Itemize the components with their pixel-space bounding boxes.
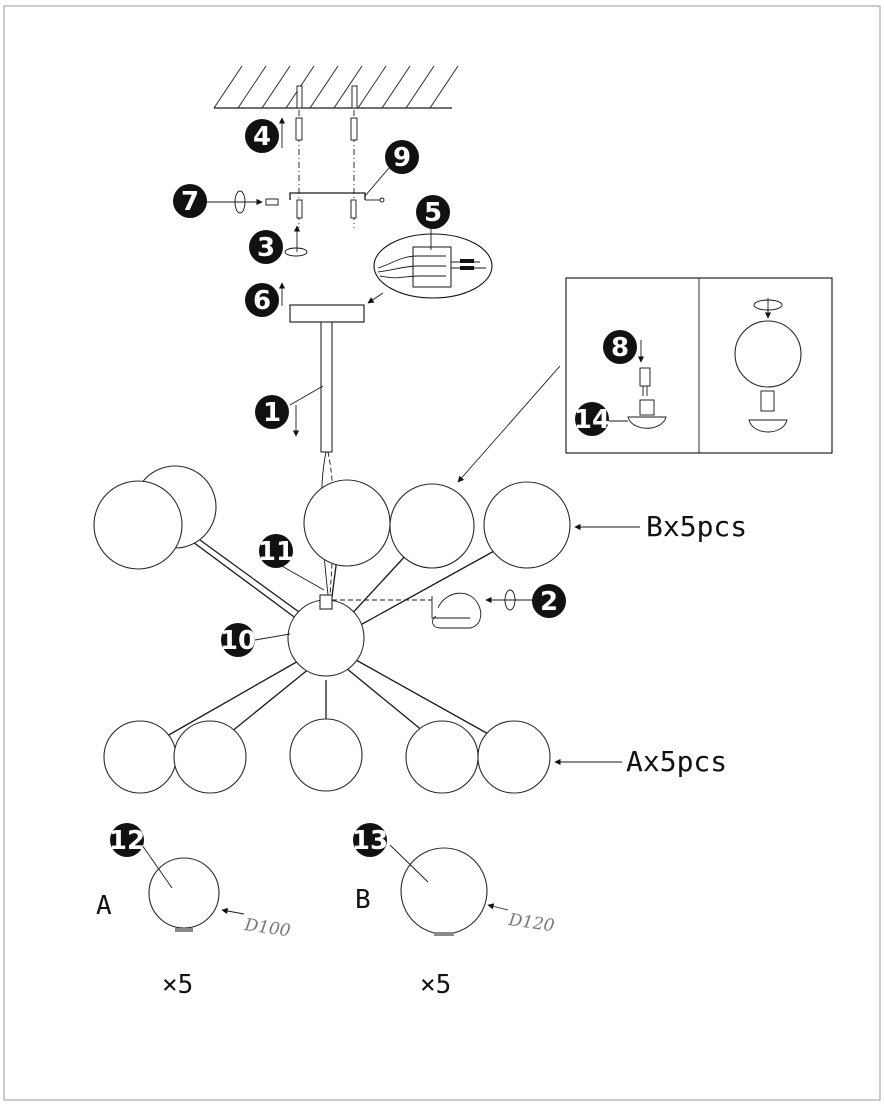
globe-b (93, 480, 183, 570)
svg-text:5: 5 (424, 198, 442, 228)
svg-text:4: 4 (253, 122, 271, 152)
svg-text:2: 2 (540, 587, 558, 617)
center-hub (254, 564, 432, 677)
shade-b-letter: B (355, 885, 371, 915)
shade-b-diameter: D120 (506, 910, 556, 936)
svg-text:1: 1 (263, 398, 281, 428)
badge-11: 11 (258, 534, 294, 568)
globes-a (103, 718, 551, 794)
shade-b-quantity: ×5 (420, 970, 451, 1000)
globe-a (173, 720, 247, 794)
globe-b (389, 483, 475, 569)
canopy (278, 282, 365, 323)
globe-a (103, 720, 177, 794)
mounting-bracket (289, 167, 390, 203)
side-screw (205, 190, 279, 214)
svg-text:8: 8 (611, 333, 629, 363)
badge-8: 8 (603, 330, 637, 364)
svg-text:6: 6 (253, 286, 271, 316)
badge-10: 10 (220, 623, 256, 657)
bulb-detail-panel (457, 277, 833, 483)
svg-text:14: 14 (574, 405, 610, 435)
globe-a (477, 720, 551, 794)
bracket-screws (284, 199, 357, 257)
badge-14: 14 (574, 402, 610, 436)
svg-text:3: 3 (257, 233, 275, 263)
page-frame (3, 5, 881, 1101)
globe-b (483, 481, 571, 569)
globe-a (289, 718, 363, 792)
badge-3: 3 (249, 230, 283, 264)
hand-with-wrench (431, 589, 536, 629)
a-callout-label: Ax5pcs (626, 745, 727, 778)
globe-a (405, 720, 479, 794)
svg-text:12: 12 (109, 826, 145, 856)
wall-anchors (278, 110, 358, 228)
svg-text:11: 11 (258, 537, 294, 567)
svg-text:7: 7 (181, 187, 199, 217)
shade-b-detail: D120 B ×5 (355, 844, 556, 1000)
badge-6: 6 (245, 283, 279, 317)
badge-1: 1 (255, 395, 289, 429)
badge-13: 13 (352, 823, 388, 857)
badge-4: 4 (245, 119, 279, 153)
svg-text:9: 9 (393, 143, 411, 173)
globe-b (303, 479, 391, 567)
svg-text:10: 10 (220, 626, 256, 656)
badge-5: 5 (416, 195, 450, 229)
shade-a-letter: A (96, 891, 112, 921)
b-callout-label: Bx5pcs (646, 510, 747, 543)
ceiling (213, 65, 459, 109)
badge-12: 12 (109, 823, 145, 857)
badge-9: 9 (385, 140, 419, 174)
shade-a-quantity: ×5 (162, 970, 193, 1000)
shade-a-detail: D100 A ×5 (96, 844, 292, 1000)
svg-text:13: 13 (352, 826, 388, 856)
globes-b (93, 465, 571, 570)
wiring-detail (367, 228, 493, 304)
badge-2: 2 (532, 584, 566, 618)
badge-7: 7 (173, 184, 207, 218)
shade-a-diameter: D100 (242, 915, 292, 941)
